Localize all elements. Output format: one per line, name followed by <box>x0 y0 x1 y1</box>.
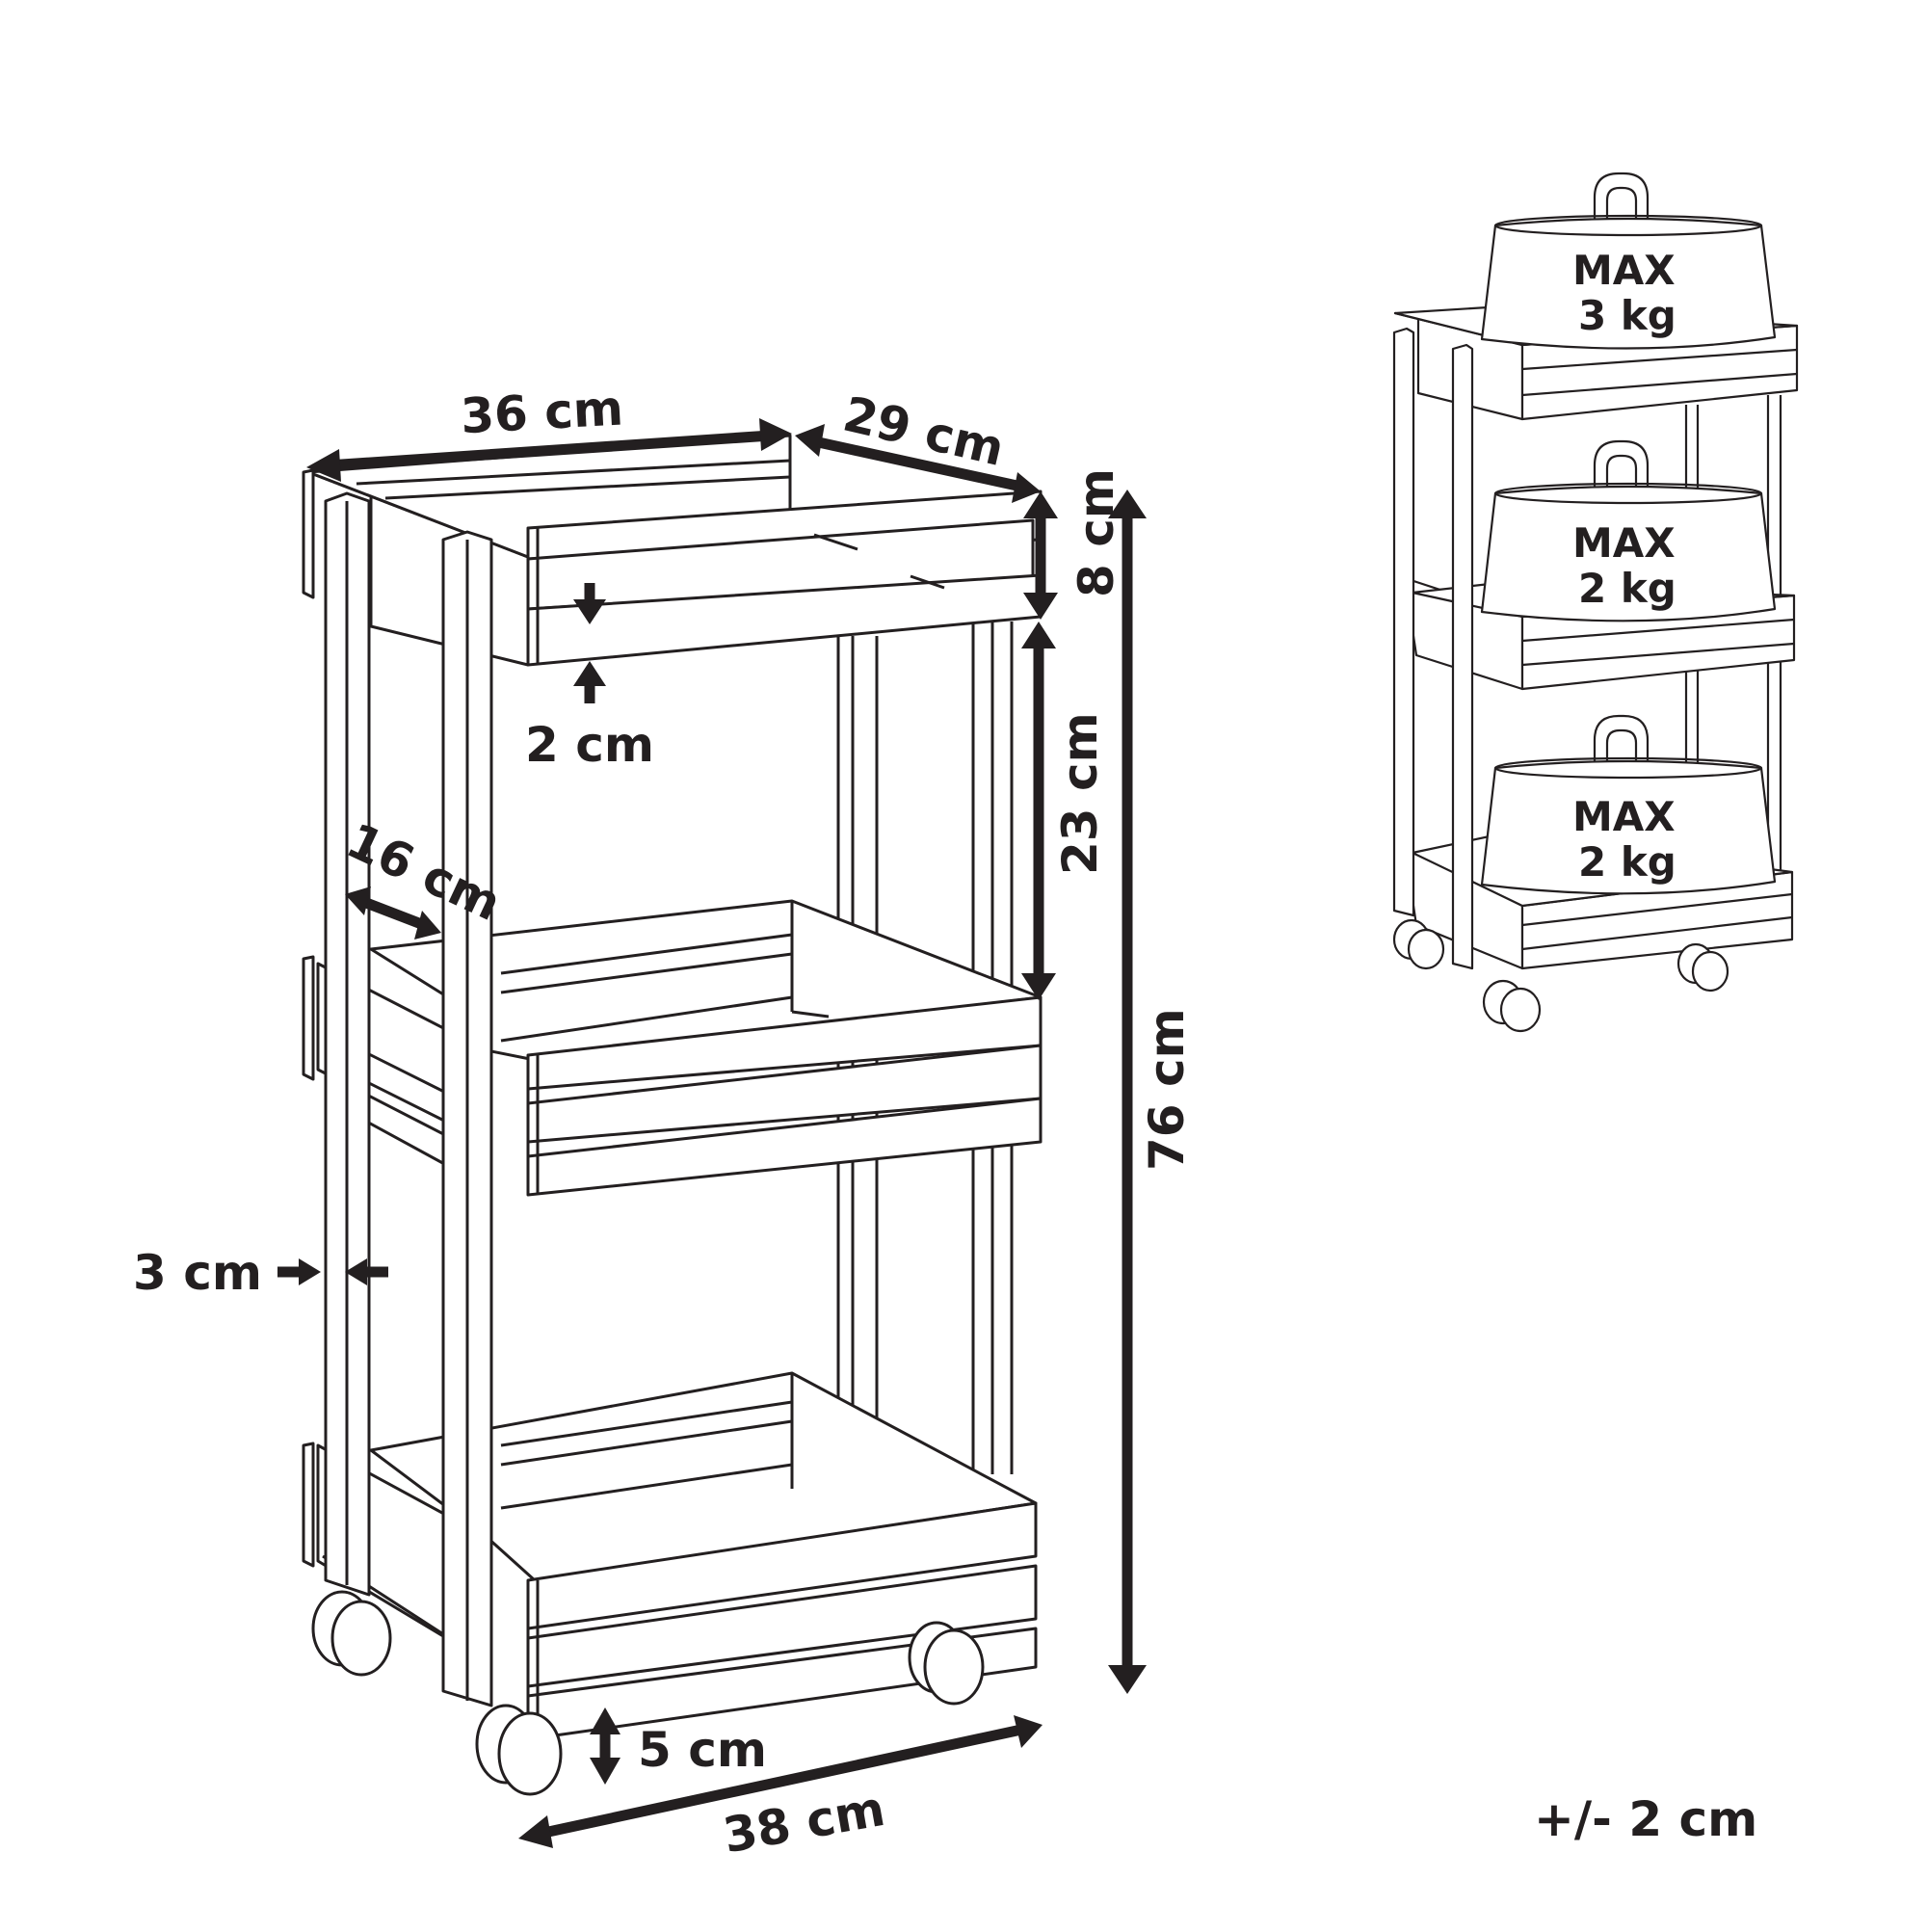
label-leg-thickness: 3 cm <box>133 1245 262 1301</box>
weight-bottom-value: 2 kg <box>1578 838 1676 886</box>
top-basket <box>302 434 1043 667</box>
dimension-arrows <box>277 418 1147 1848</box>
weight-middle-value: 2 kg <box>1578 565 1676 612</box>
middle-basket <box>302 899 1043 1197</box>
label-wheel-clearance: 5 cm <box>638 1722 767 1778</box>
label-shelf-spacing: 23 cm <box>1052 712 1108 875</box>
weight-middle-max: MAX <box>1572 519 1676 567</box>
label-basket-height: 8 cm <box>1069 468 1124 597</box>
weight-bottom-max: MAX <box>1572 793 1676 840</box>
load-capacity-drawing: MAX 3 kg MAX 2 kg MAX 2 kg <box>1392 172 1799 1033</box>
weight-top-max: MAX <box>1572 247 1676 294</box>
main-cart-drawing <box>302 434 1043 1796</box>
label-slat-gap: 2 cm <box>525 717 654 773</box>
label-top-width: 36 cm <box>460 380 625 444</box>
casters <box>311 1590 985 1796</box>
weight-icon-middle: MAX 2 kg <box>1480 439 1777 622</box>
tolerance-note: +/- 2 cm <box>1534 1791 1757 1847</box>
weight-icon-bottom: MAX 2 kg <box>1480 714 1777 895</box>
front-posts <box>324 491 493 1707</box>
label-total-height: 76 cm <box>1139 1008 1195 1171</box>
small-cart <box>1392 304 1799 1033</box>
weight-icon-top: MAX 3 kg <box>1480 172 1777 350</box>
weight-top-value: 3 kg <box>1578 292 1676 339</box>
